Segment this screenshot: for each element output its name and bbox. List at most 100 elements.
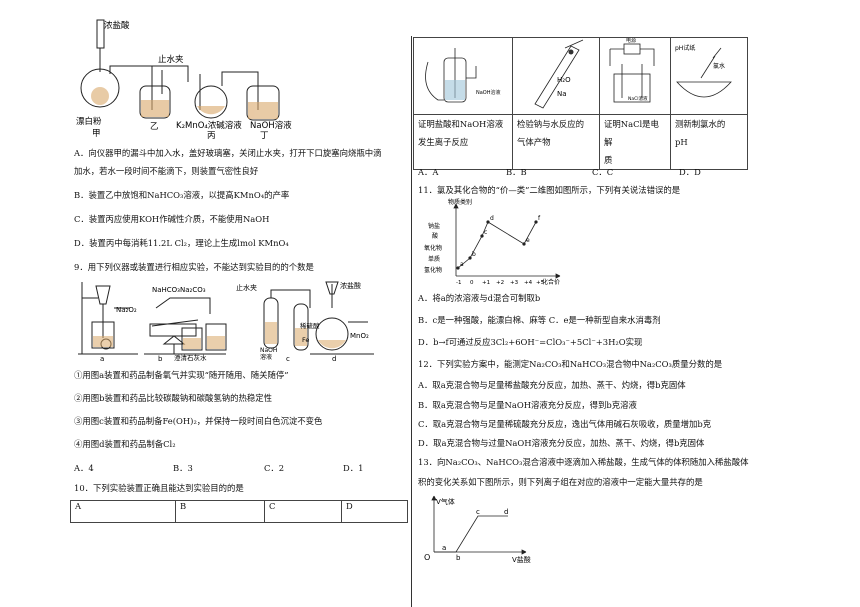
q12-option-b: B．取a克混合物与足量NaOH溶液充分反应，得到b克溶液 (418, 400, 637, 410)
q11-point-label-a: a (460, 261, 464, 268)
label-clamp-c: 止水夹 (236, 283, 257, 292)
q8-option-d: D．装置丙中每消耗11.2L Cl₂，理论上生成lmol KMnO₄ (74, 238, 289, 248)
q12-option-c: C．取a克混合物与足量稀硫酸充分反应，逸出气体用碱石灰吸收，质量增加b克 (418, 419, 712, 429)
q10-choice-c[interactable]: C．C (592, 167, 614, 177)
q11-xtick-0: -1 (456, 280, 461, 286)
q11-xtick-6: +5 (536, 280, 545, 286)
q13-point-a: a (442, 544, 446, 552)
q11-ycat-0: 钠盐 (428, 222, 440, 230)
q11-point-f (534, 220, 538, 224)
q11-point-b (468, 256, 472, 260)
q10-image-d: pH试纸 氯水 (670, 37, 748, 115)
q11-point-e (522, 242, 526, 246)
q9-item-1: ①用图a装置和药品制备氧气并实现“随开随用、随关随停” (74, 370, 289, 380)
q11-ycat-4: 氢化物 (424, 266, 442, 274)
q11-point-label-d: d (490, 215, 494, 222)
label-naoh-solution-a: NaOH溶液 (476, 89, 501, 96)
q12-option-a: A．取a克混合物与足量稀盐酸充分反应，加热、蒸干、灼烧，得b克固体 (418, 380, 686, 390)
q11-point-label-c: c (484, 229, 487, 236)
q11-point-label-e: e (526, 237, 530, 244)
label-nahco3: NaHCO₃ (152, 286, 180, 294)
q11-option-a: A．将a的浓溶液与d混合可制取b (418, 293, 541, 303)
q13-stem-line1: 13．向Na₂CO₃、NaHCO₃混合溶液中逐滴加入稀盐酸，生成气体的体积随加入… (418, 457, 749, 467)
q9-choice-a[interactable]: A．4 (74, 463, 94, 473)
label-limewater: 澄清石灰水 (174, 353, 207, 362)
q13-chart: V气体 V盐酸 O a b c d (424, 495, 531, 564)
q13-origin: O (424, 553, 430, 562)
q8-option-a-line2: 加水，若水一段时间不能滴下，则装置气密性良好 (74, 166, 259, 176)
q9-stem: 9．用下列仪器或装置进行相应实验，不能达到实验目的的个数是 (74, 262, 314, 272)
label-fig-c: c (286, 355, 290, 362)
label-h2o: H₂O (557, 76, 571, 84)
q8-option-c: C．装置丙应使用KOH作碱性介质，不能使用NaOH (74, 214, 270, 224)
q10-caption-d: 测新制氯水的 pH (670, 114, 748, 170)
q10-choice-b[interactable]: B．B (506, 167, 527, 177)
q11-y-title: 物质类别 (448, 198, 472, 206)
label-dilute-h2so4: 稀硫酸 (300, 321, 320, 330)
q11-xtick-2: +1 (482, 280, 490, 286)
q8-apparatus-figure: 浓盐酸 止水夹 漂白粉 甲 乙 K₂MnO₄浓碱溶液 丙 NaOH溶液 丁 (76, 19, 292, 141)
label-jia: 甲 (92, 129, 101, 139)
q10-caption-a: 证明盐酸和NaOH溶液 发生离子反应 (413, 114, 513, 170)
q10-header-b: B (175, 500, 265, 523)
q13-point-c: c (476, 508, 480, 516)
q13-point-b: b (456, 554, 461, 562)
q11-xtick-1: 0 (470, 280, 474, 286)
label-na2co3: Na₂CO₃ (180, 286, 206, 294)
q10-image-table: NaOH溶液 H₂O Na (413, 37, 748, 170)
q9-apparatus-figure: Na₂O₂ NaHCO₃ Na₂CO₃ 澄清石灰水 止水夹 NaOH 溶液 稀硫… (78, 281, 374, 362)
q11-point-c (480, 234, 484, 238)
q11-x-title: 化合价 (542, 278, 560, 286)
q8-option-b: B．装置乙中放饱和NaHCO₃溶液，以提高KMnO₄的产率 (74, 190, 290, 200)
label-ding: 丁 (260, 131, 269, 141)
q11-point-d (486, 220, 490, 224)
q10-image-b: H₂O Na (512, 37, 600, 115)
q11-xtick-3: +2 (496, 280, 504, 286)
q11-ycat-3: 单质 (428, 255, 440, 263)
q13-x-label: V盐酸 (512, 555, 531, 564)
q11-xtick-5: +4 (524, 280, 533, 286)
label-bing-reagent: K₂MnO₄浓碱溶液 (176, 120, 242, 131)
label-na2o2: Na₂O₂ (116, 306, 137, 314)
q13-y-label: V气体 (436, 497, 455, 506)
q9-item-4: ④用图d装置和药品制备Cl₂ (74, 439, 176, 449)
q10-header-c: C (264, 500, 342, 523)
q8-option-a-line1: A．向仪器甲的漏斗中加入水，盖好玻璃塞，关闭止水夹，打开下口旋塞向烧瓶中滴 (74, 148, 382, 158)
q12-option-d: D．取a克混合物与过量NaOH溶液充分反应，加热、蒸干、灼烧，得b克固体 (418, 438, 705, 448)
q11-option-bc: B．c是一种强酸，能漂白棉、麻等 C．e是一种新型自来水消毒剂 (418, 315, 661, 325)
label-conc-hcl-d: 浓盐酸 (340, 281, 361, 290)
q11-point-label-f: f (538, 215, 541, 222)
q10-image-a: NaOH溶液 (413, 37, 513, 115)
q13-curve (434, 515, 508, 553)
q9-choice-d[interactable]: D．1 (343, 463, 364, 473)
q10-caption-c: 证明NaCl是电解 质 (599, 114, 671, 170)
q10-stem: 10．下列实验装置正确且能达到实验目的的是 (74, 483, 244, 493)
label-na: Na (557, 90, 567, 98)
q11-stem: 11．氯及其化合物的“价—类”二维图如图所示，下列有关说法错误的是 (418, 185, 681, 195)
q11-ycat-2: 氧化物 (424, 244, 442, 252)
q10-header-d: D (341, 500, 408, 523)
q9-choice-c[interactable]: C．2 (264, 463, 285, 473)
q12-stem: 12．下列实验方案中，能测定Na₂CO₃和NaHCO₃混合物中Na₂CO₃质量分… (418, 359, 723, 369)
label-fe: Fe (302, 336, 309, 344)
label-bleaching-powder: 漂白粉 (76, 116, 102, 127)
label-naoh-c: NaOH (260, 347, 277, 354)
q9-choice-b[interactable]: B．3 (173, 463, 193, 473)
label-nacl-solution: NaCl溶液 (628, 95, 648, 102)
label-mno2: MnO₂ (350, 332, 369, 340)
q11-connector (457, 221, 537, 269)
q10-choice-d[interactable]: D．D (679, 167, 701, 177)
label-naoh-solution: NaOH溶液 (250, 120, 292, 131)
label-fig-a: a (100, 355, 104, 362)
q11-option-d: D．b→f可通过反应3Cl₂+6OH⁻=ClO₃⁻+5Cl⁻+3H₂O实现 (418, 337, 643, 347)
q11-xtick-4: +3 (510, 280, 519, 286)
q10-choice-a[interactable]: A．A (418, 167, 439, 177)
q11-point-a (456, 266, 460, 270)
label-conc-hcl: 浓盐酸 (104, 20, 130, 31)
q10-caption-b: 检验钠与水反应的 气体产物 (512, 114, 600, 170)
q10-header-a: A (70, 500, 176, 523)
q10-image-c: 电源 NaCl溶液 (599, 37, 671, 115)
label-solution-c: 溶液 (260, 353, 272, 361)
label-fig-d: d (332, 355, 336, 362)
